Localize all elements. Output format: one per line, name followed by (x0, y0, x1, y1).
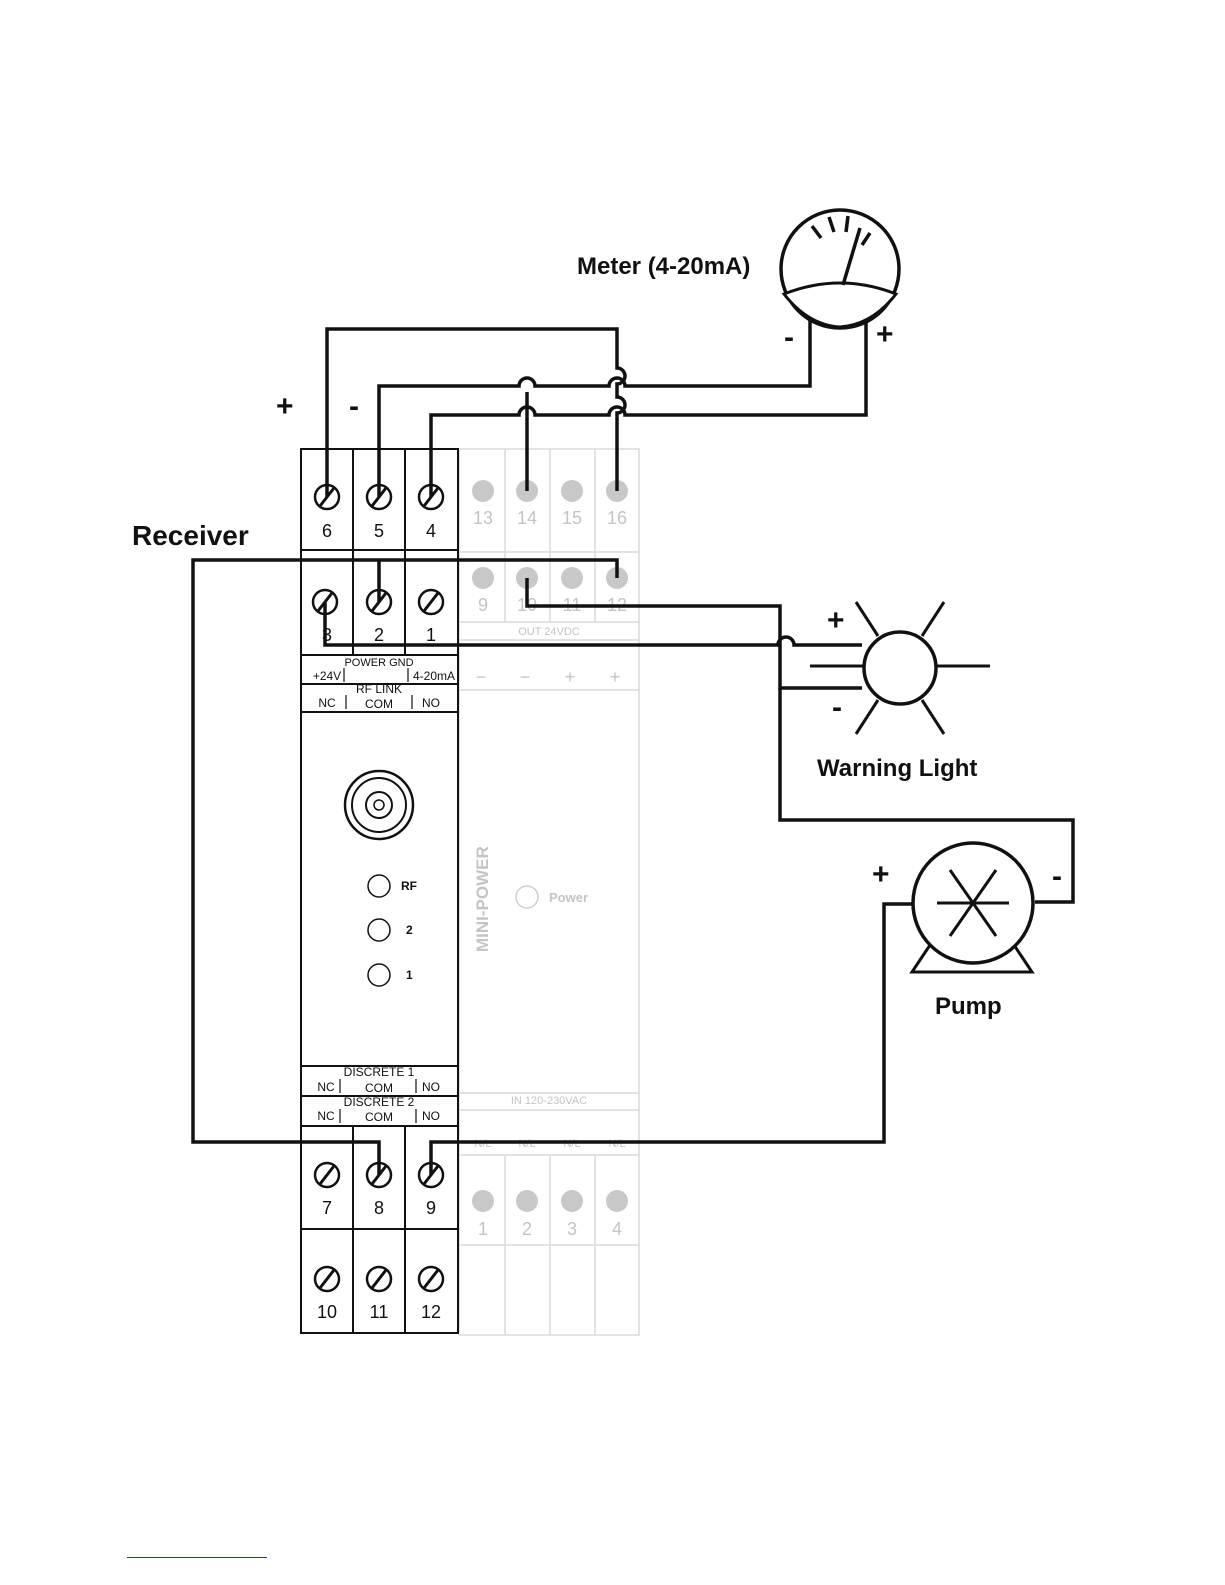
terminal-8-label: 8 (374, 1198, 384, 1218)
terminal-1-screw (419, 590, 443, 614)
pump: + - Pump (872, 843, 1062, 1020)
meter-plus-sign: + (876, 318, 894, 351)
discrete1-title: DISCRETE 1 (344, 1065, 415, 1079)
wiring (193, 300, 1073, 1175)
discrete1-com: COM (365, 1081, 393, 1095)
meter-minus-sign: - (784, 321, 794, 354)
power-supply: 13 14 15 16 9 10 11 12 OUT 24VDC − − + +… (459, 449, 639, 1335)
led-1-label: 1 (406, 968, 413, 982)
terminal-11-label: 11 (370, 1302, 389, 1322)
ps-terminal-3 (561, 1190, 583, 1212)
terminal-6-label: 6 (322, 521, 332, 541)
footer-rule (127, 1557, 267, 1558)
ps-out-sign-2: − (520, 667, 531, 687)
ps-in-sign-1: N/L (474, 1138, 491, 1150)
rf-link-title: RF LINK (356, 682, 402, 696)
ps-terminal-1 (472, 1190, 494, 1212)
ps-terminal-2 (516, 1190, 538, 1212)
ps-in-sign-4: N/L (608, 1138, 625, 1150)
discrete2-no: NO (422, 1109, 440, 1123)
ps-terminal-2-label: 2 (522, 1219, 532, 1239)
receiver-title: Receiver (132, 520, 249, 551)
terminal-1-label: 1 (426, 625, 436, 645)
antenna-connector-icon (345, 771, 413, 839)
led-2-label: 2 (406, 923, 413, 937)
terminal-12-screw (419, 1267, 443, 1291)
ps-terminal-4-label: 4 (612, 1219, 622, 1239)
ps-terminal-9-label: 9 (478, 595, 488, 615)
meter-title: Meter (4-20mA) (577, 253, 750, 280)
terminal-10-screw (315, 1267, 339, 1291)
ps-terminal-15 (561, 480, 583, 502)
ps-terminal-3-label: 3 (567, 1219, 577, 1239)
ps-in-label: IN 120-230VAC (511, 1095, 587, 1107)
wire-pump-plus (431, 904, 912, 1175)
terminal-2-label: 2 (374, 625, 384, 645)
discrete2-com: COM (365, 1110, 393, 1124)
rf-link-com: COM (365, 697, 393, 711)
ps-power-led (516, 886, 538, 908)
light-minus-sign: - (832, 691, 842, 724)
pump-plus-sign: + (872, 858, 890, 891)
ps-terminal-9 (472, 567, 494, 589)
meter: Meter (4-20mA) - + (577, 210, 899, 354)
terminal-12-label: 12 (421, 1302, 441, 1322)
pump-title: Pump (935, 993, 1002, 1020)
supply-plus-sign: + (276, 390, 294, 423)
pump-icon (912, 843, 1033, 972)
ps-out-sign-3: + (565, 667, 576, 687)
terminal-11-screw (367, 1267, 391, 1291)
rf-link-no: NO (422, 696, 440, 710)
terminal-10-label: 10 (317, 1302, 337, 1322)
ps-terminal-13 (472, 480, 494, 502)
light-plus-sign: + (827, 604, 845, 637)
rf-link-nc: NC (318, 696, 336, 710)
discrete2-title: DISCRETE 2 (344, 1095, 415, 1109)
power-label-24v: +24V (313, 669, 341, 683)
led-1 (368, 964, 390, 986)
led-2 (368, 919, 390, 941)
ps-power-led-label: Power (549, 890, 588, 905)
ps-terminal-1-label: 1 (478, 1219, 488, 1239)
discrete2-nc: NC (317, 1109, 335, 1123)
rf-led-label: RF (401, 879, 417, 893)
terminal-5-label: 5 (374, 521, 384, 541)
ps-terminal-13-label: 13 (473, 508, 493, 528)
receiver: Receiver 6 5 4 3 2 1 +24V POWER GND 4-20… (132, 449, 458, 1333)
discrete1-nc: NC (317, 1080, 335, 1094)
supply-minus-sign: - (349, 390, 359, 423)
ps-in-sign-3: N/L (563, 1138, 580, 1150)
discrete1-no: NO (422, 1080, 440, 1094)
ps-in-sign-2: N/L (518, 1138, 535, 1150)
terminal-7-label: 7 (322, 1198, 332, 1218)
pump-minus-sign: - (1052, 860, 1062, 893)
terminal-9-label: 9 (426, 1198, 436, 1218)
power-label-4-20ma: 4-20mA (413, 669, 455, 683)
ps-terminal-11 (561, 567, 583, 589)
rf-led (368, 875, 390, 897)
ps-terminal-4 (606, 1190, 628, 1212)
warning-light: + - Warning Light (810, 602, 990, 782)
wire-24v-supply (327, 329, 625, 497)
ps-out-sign-1: − (476, 667, 487, 687)
ps-terminal-15-label: 15 (562, 508, 582, 528)
terminal-4-label: 4 (426, 521, 436, 541)
terminal-7-screw (315, 1163, 339, 1187)
ps-terminal-14-label: 14 (517, 508, 537, 528)
ps-brand-label: MINI-POWER (473, 846, 492, 952)
ps-terminal-16-label: 16 (607, 508, 627, 528)
power-label-gnd: POWER GND (344, 657, 413, 669)
ps-out-label: OUT 24VDC (518, 626, 580, 638)
ps-out-sign-4: + (610, 667, 621, 687)
warning-light-title: Warning Light (817, 755, 977, 782)
